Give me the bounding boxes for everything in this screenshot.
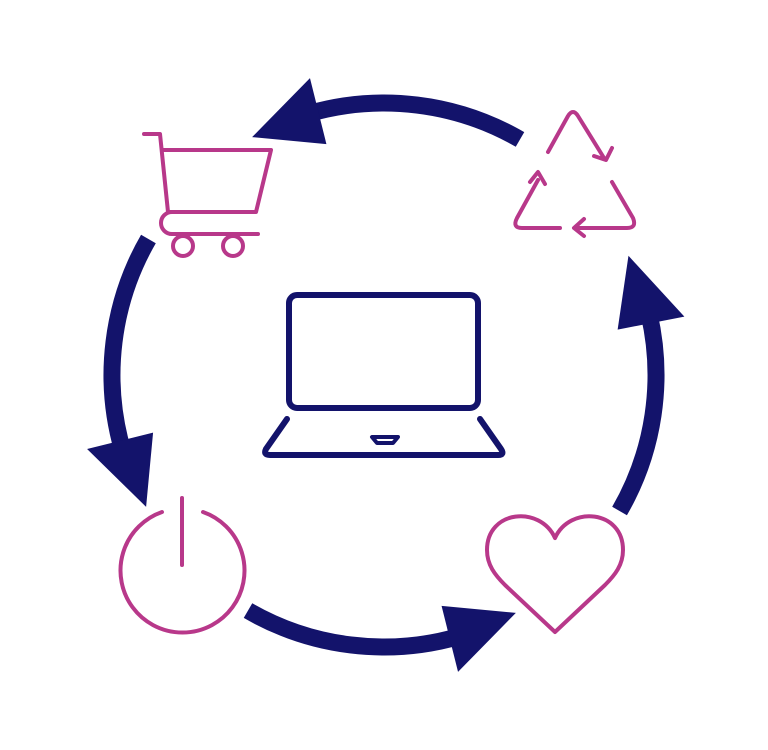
power-icon (118, 496, 247, 635)
arrow-bottom-head-icon (441, 605, 516, 672)
arrow-top-head-icon (252, 78, 327, 145)
arrow-left-arc (103, 234, 156, 453)
heart-icon (485, 514, 625, 634)
arrow-left-head-icon (87, 432, 154, 507)
laptop-icon (262, 292, 506, 458)
arrow-bottom-arc (243, 603, 462, 656)
cycle-arrows (87, 78, 685, 672)
arrow-top-arc (306, 94, 525, 147)
arrow-right-head-icon (617, 255, 685, 330)
shopping-cart-icon (142, 132, 273, 258)
arrow-right-arc (612, 311, 665, 516)
recycle-icon (513, 110, 637, 238)
